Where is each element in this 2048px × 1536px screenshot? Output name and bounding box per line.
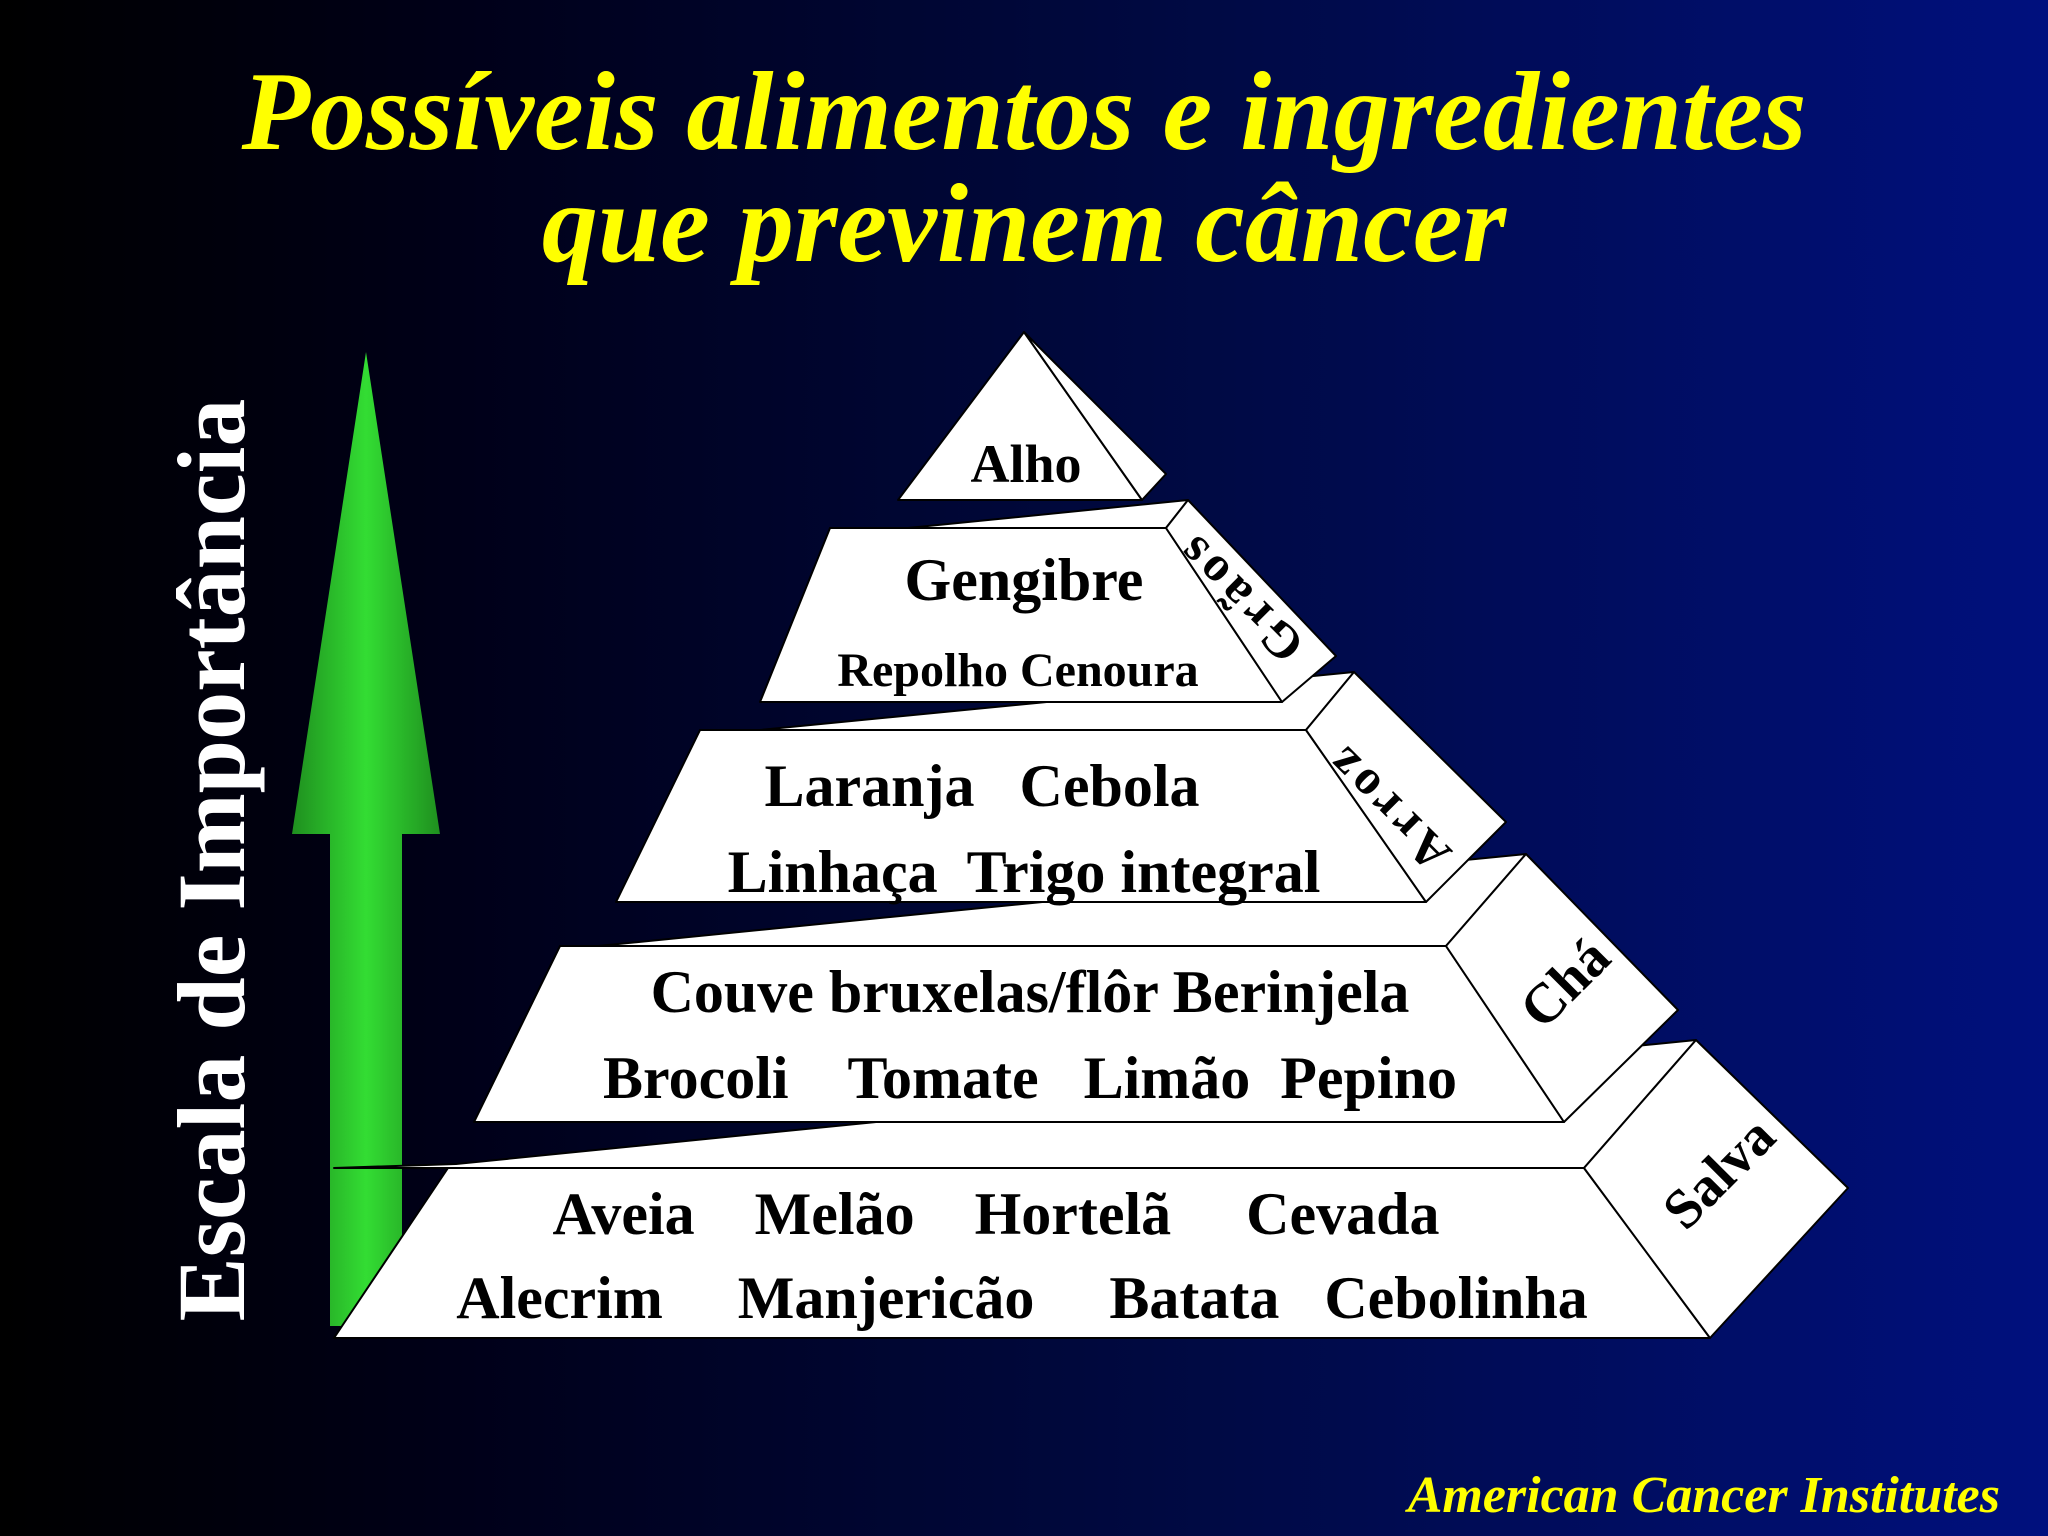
importance-scale-label: Escala de Importância: [158, 398, 265, 1322]
slide-title-line-1: Possíveis alimentos e ingredientes: [241, 50, 1807, 174]
tier-5-label-line-2: Alecrim Manjericão Batata Cebolinha: [456, 1265, 1587, 1331]
tier-1-side-face: [1023, 331, 1167, 501]
pyramid-tier-4: [473, 853, 1679, 1123]
source-credit: American Cancer Institutes: [1407, 1467, 2000, 1524]
tier-1-label-line-1: Alho: [970, 434, 1081, 494]
tier-4-side-face: [1445, 853, 1679, 1123]
pyramid-tier-3: [615, 671, 1507, 903]
tier-3-label-line-2: Linhaça Trigo integral: [728, 839, 1321, 905]
tier-3-side-face: [1305, 671, 1507, 903]
tier-2-top-face: [829, 499, 1189, 531]
pyramid-tier-2: [759, 499, 1337, 703]
pyramid-tier-5: [333, 1039, 1849, 1339]
importance-arrow-icon: [292, 352, 440, 1326]
tier-3-label-line-1: Laranja Cebola: [765, 753, 1200, 819]
tier-5-side-face: [1583, 1039, 1849, 1339]
tier-4-label-line-2: Brocoli Tomate Limão Pepino: [603, 1045, 1457, 1111]
tier-2-side-face: [1165, 499, 1337, 703]
tier-5-label-line-1: Aveia Melão Hortelã Cevada: [552, 1181, 1439, 1247]
tier-4-label-line-1: Couve bruxelas/flôr Berinjela: [651, 959, 1410, 1025]
slide-title-line-2: que previnem câncer: [541, 162, 1507, 286]
pyramid-tier-1: [897, 331, 1167, 501]
pyramid: [333, 331, 1849, 1339]
tier-2-label-line-1: Gengibre: [905, 547, 1144, 613]
tier-2-label-line-2: Repolho Cenoura: [837, 644, 1198, 697]
